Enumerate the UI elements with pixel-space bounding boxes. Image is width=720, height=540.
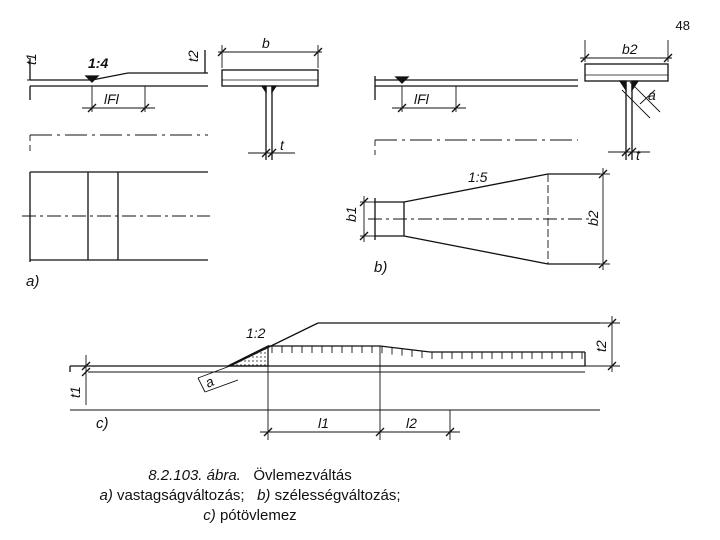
caption-title: Övlemezváltás <box>253 467 352 484</box>
label-b1: b1 <box>343 206 359 222</box>
panel-label-a: a) <box>26 273 39 290</box>
panel-b-elevation <box>374 76 578 155</box>
label-t1-c: t1 <box>67 386 83 398</box>
label-t-b: t <box>636 147 641 163</box>
panel-a-cross-section <box>217 45 323 160</box>
label-t2-a: t2 <box>185 50 201 62</box>
panel-c-ticks <box>271 346 583 359</box>
caption-line-1: 8.2.103. ábra. Övlemezváltás <box>0 466 500 486</box>
panel-b-plan <box>359 168 610 270</box>
page-number: 48 <box>675 18 690 33</box>
label-ratio-c: 1:2 <box>246 325 266 341</box>
caption-figure-ref: 8.2.103. ábra. <box>148 467 241 484</box>
caption-line-2: a) vastagságváltozás; b) szélességváltoz… <box>0 486 500 506</box>
label-ratio-a: 1:4 <box>88 55 108 71</box>
panel-a-plan <box>22 171 210 262</box>
caption-text-c: pótövlemez <box>219 507 297 524</box>
label-lfl-b: lFl <box>414 91 430 107</box>
label-t-a: t <box>280 137 285 153</box>
caption-line-3: c) pótövlemez <box>0 506 500 526</box>
caption-key-b: b) <box>257 487 271 504</box>
label-b2-side: b2 <box>585 210 601 226</box>
label-b: b <box>262 35 270 51</box>
label-lfl-a: lFl <box>104 91 120 107</box>
caption-key-a: a) <box>99 487 113 504</box>
figure-caption: 8.2.103. ábra. Övlemezváltás a) vastagsá… <box>0 466 500 526</box>
caption-text-a: vastagságváltozás; <box>117 487 245 504</box>
panel-label-c: c) <box>96 415 109 432</box>
label-b2-top: b2 <box>622 41 638 57</box>
caption-key-c: c) <box>203 507 216 524</box>
label-t2-c: t2 <box>593 340 609 352</box>
label-l2: l2 <box>406 415 417 431</box>
label-ratio-b: 1:5 <box>468 169 488 185</box>
label-t1-a: t1 <box>23 53 39 65</box>
caption-text-b: szélességváltozás; <box>274 487 401 504</box>
label-a-b: a <box>648 87 656 103</box>
panel-label-b: b) <box>374 259 387 276</box>
panel-c-elevation <box>69 316 620 440</box>
label-l1: l1 <box>318 415 329 431</box>
technical-drawing: t1 1:4 t2 lFl b t b2 a t lFl 1:5 b1 b2 1… <box>22 35 673 440</box>
panel-a-elevation <box>27 50 208 155</box>
panel-b-cross-section <box>580 40 673 160</box>
label-a-c: a <box>203 373 217 391</box>
